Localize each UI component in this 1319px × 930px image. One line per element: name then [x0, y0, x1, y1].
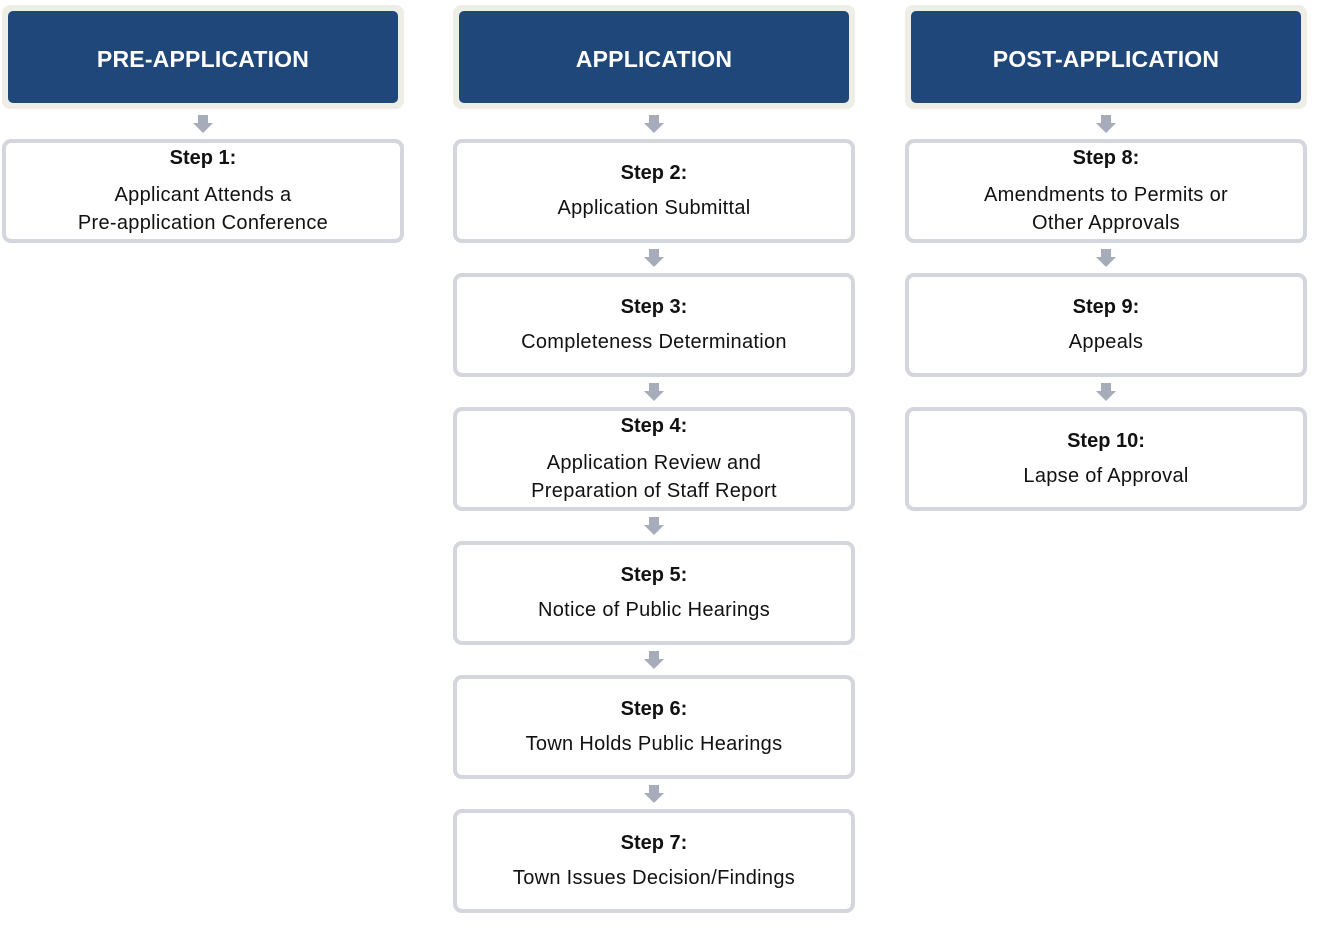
down-arrow-icon — [905, 377, 1307, 407]
step-2-box: Step 2: Application Submittal — [453, 139, 855, 243]
step-4-title: Step 4: — [620, 415, 688, 437]
step-3-line-1: Completeness Determination — [521, 331, 787, 353]
step-8-title: Step 8: — [1072, 147, 1140, 169]
step-9-title: Step 9: — [1072, 296, 1140, 318]
step-8-line-1: Amendments to Permits or — [984, 184, 1228, 206]
step-4-box: Step 4: Application Review and Preparati… — [453, 407, 855, 511]
step-1-title: Step 1: — [169, 147, 237, 169]
down-arrow-icon — [905, 243, 1307, 273]
step-2-line-1: Application Submittal — [557, 197, 751, 219]
step-4-line-1: Application Review and — [546, 452, 762, 474]
down-arrow-icon — [453, 779, 855, 809]
step-5-line-1: Notice of Public Hearings — [537, 599, 771, 621]
down-arrow-icon — [453, 645, 855, 675]
step-10-box: Step 10: Lapse of Approval — [905, 407, 1307, 511]
step-8-line-2: Other Approvals — [1032, 212, 1180, 234]
step-5-title: Step 5: — [620, 564, 688, 586]
step-3-box: Step 3: Completeness Determination — [453, 273, 855, 377]
down-arrow-icon — [453, 377, 855, 407]
step-5-box: Step 5: Notice of Public Hearings — [453, 541, 855, 645]
step-6-title: Step 6: — [620, 698, 688, 720]
step-7-title: Step 7: — [620, 832, 688, 854]
step-10-line-1: Lapse of Approval — [1023, 465, 1189, 487]
step-7-line-1: Town Issues Decision/Findings — [512, 867, 796, 889]
step-9-box: Step 9: Appeals — [905, 273, 1307, 377]
application-header-frame: APPLICATION — [453, 5, 855, 109]
application-column: APPLICATION Step 2: Application Submitta… — [453, 5, 855, 913]
step-7-box: Step 7: Town Issues Decision/Findings — [453, 809, 855, 913]
pre-application-header-frame: PRE-APPLICATION — [2, 5, 404, 109]
down-arrow-icon — [453, 511, 855, 541]
step-4-line-2: Preparation of Staff Report — [531, 480, 777, 502]
down-arrow-icon — [453, 109, 855, 139]
step-10-title: Step 10: — [1067, 430, 1145, 452]
down-arrow-icon — [905, 109, 1307, 139]
post-application-column: POST-APPLICATION Step 8: Amendments to P… — [905, 5, 1307, 511]
post-application-header: POST-APPLICATION — [911, 11, 1301, 103]
step-6-box: Step 6: Town Holds Public Hearings — [453, 675, 855, 779]
step-1-line-2: Pre-application Conference — [77, 212, 329, 234]
down-arrow-icon — [2, 109, 404, 139]
down-arrow-icon — [453, 243, 855, 273]
step-9-line-1: Appeals — [1068, 331, 1144, 353]
step-2-title: Step 2: — [620, 162, 688, 184]
step-3-title: Step 3: — [620, 296, 688, 318]
pre-application-column: PRE-APPLICATION Step 1: Applicant Attend… — [2, 5, 404, 243]
step-6-line-1: Town Holds Public Hearings — [525, 733, 783, 755]
step-1-line-1: Applicant Attends a — [114, 184, 292, 206]
pre-application-header: PRE-APPLICATION — [8, 11, 398, 103]
step-8-box: Step 8: Amendments to Permits or Other A… — [905, 139, 1307, 243]
step-1-box: Step 1: Applicant Attends a Pre-applicat… — [2, 139, 404, 243]
application-header: APPLICATION — [459, 11, 849, 103]
post-application-header-frame: POST-APPLICATION — [905, 5, 1307, 109]
